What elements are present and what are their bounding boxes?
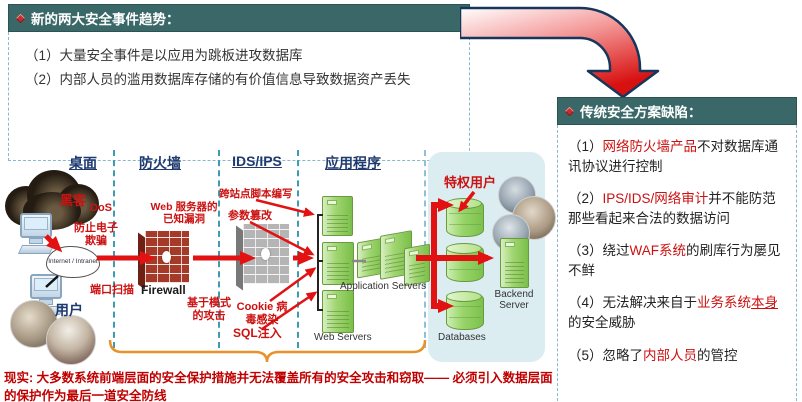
defect-list: （1）网络防火墙产品不对数据库通讯协议进行控制 （2）IPS/IDS/网络审计并不… [557,125,797,402]
hacker-label: 黑客 [60,193,87,208]
trend-line-1: （1）大量安全事件是以应用为跳板进攻数据库 [25,48,303,63]
defects-title: 传统安全方案缺陷： [580,105,702,120]
attack-arrow-cookie [269,267,317,303]
xss-label: 跨站点脚本编写 [219,188,293,200]
user-label: 用户 [55,302,83,318]
new-trends-header: 新的两大安全事件趋势： [8,4,470,32]
db-flow-line [416,202,437,261]
backend-server-icon [500,238,529,288]
reality-note: 现实: 大多数系统前端层面的安全保护措施并无法覆盖所有的安全攻击和窃取—— 必须… [4,371,553,402]
param-tamper-label: 参数篡改 [228,210,272,222]
server-icon [322,290,354,333]
firewall-label: Firewall [141,283,186,297]
privileged-user-arrow [458,190,476,213]
column-divider [297,150,299,348]
attack-arrow-sql [261,291,318,331]
network-link-line [45,275,59,288]
new-trends-body: （1）大量安全事件是以应用为跳板进攻数据库 （2）内部人员的滥用数据库存储的有价… [8,32,470,161]
hacker-cloud-photo [5,170,101,232]
privileged-user-label: 特权用户 [444,175,497,190]
column-header-apps: 应用程序 [325,155,381,171]
defect-item: （2）IPS/IDS/网络审计并不能防范那些看起来合法的数据访问 [568,191,776,226]
port-scan-label: 端口扫描 [90,284,134,296]
hacker-arrow [44,234,63,253]
backend-server-label: Backend Server [494,289,534,311]
web-servers-label: Web Servers [314,332,372,343]
defect-item: （1）网络防火墙产品不对数据库通讯协议进行控制 [568,139,779,174]
big-curved-arrow-icon [460,6,660,99]
server-bracket-line [317,214,323,311]
defects-box: 传统安全方案缺陷： （1）网络防火墙产品不对数据库通讯协议进行控制 （2）IPS/… [557,97,797,402]
defect-item: （5）忽略了内部人员的管控 [568,347,738,363]
diamond-bullet-icon [15,13,26,23]
trend-line-2: （2）内部人员的滥用数据库存储的有价值信息导致数据资产丢失 [25,72,411,88]
app-servers-label: Application Servers [340,281,427,292]
attack-arrow-param [249,220,315,256]
defect-item: （4）无法解决来自于业务系统本身的安全威胁 [568,295,779,330]
anti-spoof-label: 防止电子欺骗 [74,222,118,247]
diamond-bullet-icon [564,106,575,116]
web-vuln-label: Web 服务器的已知漏洞 [150,201,218,226]
column-header-idsips: IDS/IPS [232,153,282,169]
underbrace [108,339,427,363]
column-header-firewall: 防火墙 [139,155,181,171]
db-flow-line [431,258,437,309]
cookie-virus-label: Cookie 病毒感染 [236,301,288,326]
diagram-arrows-layer [44,190,494,363]
new-trends-box: 新的两大安全事件趋势： （1）大量安全事件是以应用为跳板进攻数据库 （2）内部人… [8,4,470,161]
column-divider [113,150,115,348]
ids-ips-wall-icon [236,224,289,291]
user-photo [46,315,96,365]
databases-label: Databases [438,332,486,343]
column-header-desktop: 桌面 [69,155,97,171]
internet-cloud-label: Internet / Intranet [48,258,98,266]
server-icon [322,196,353,236]
dos-label: DoS [90,202,112,214]
defects-header: 传统安全方案缺陷： [557,97,797,125]
new-trends-title: 新的两大安全事件趋势： [31,12,180,27]
pattern-attack-label: 基于模式的攻击 [187,297,231,322]
defect-item: （3）绕过WAF系统的刷库行为屡见不鲜 [568,243,781,278]
database-cylinder-icon [446,243,484,282]
database-cylinder-icon [446,291,484,330]
desktop-computer-icon [17,213,55,254]
server-icon [322,242,354,285]
attack-arrow-xss [255,198,315,217]
sql-injection-label: SQL注入 [233,326,282,340]
column-divider [218,150,220,348]
